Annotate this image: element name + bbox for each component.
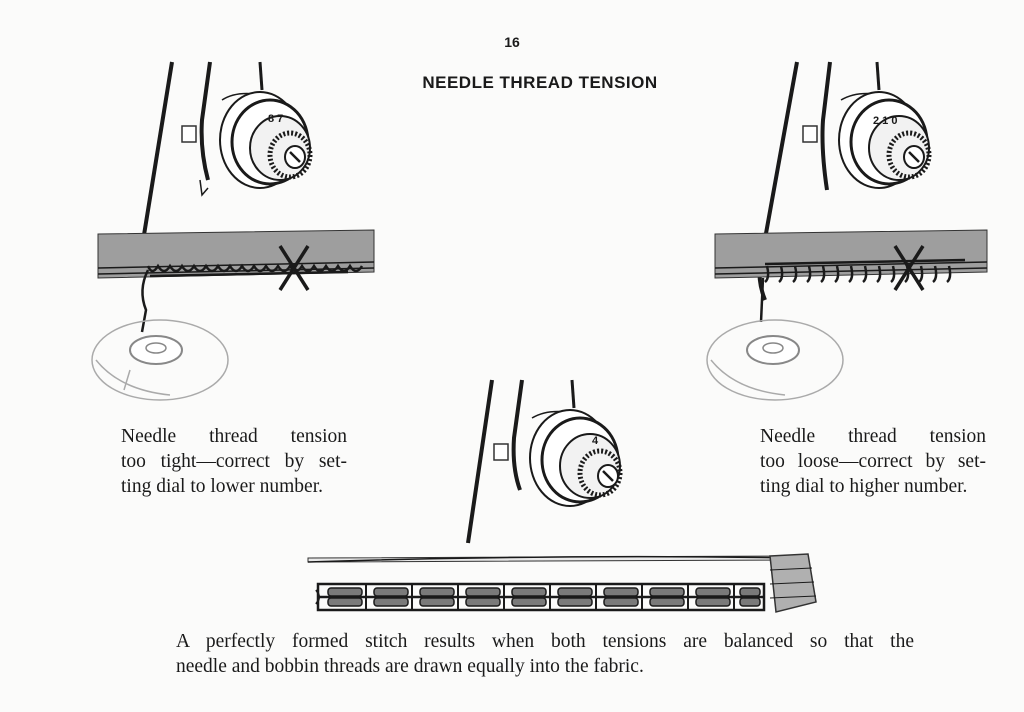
balanced-tension-dial: 4	[466, 379, 623, 544]
tight-tension-illustration: 8 7	[91, 61, 375, 401]
caption-too-loose: Needle thread tension too loose—correct …	[760, 424, 986, 499]
caption-line: A perfectly formed stitch results when b…	[176, 631, 914, 652]
page-number: 16	[504, 34, 520, 50]
dial-number-loose: 2 1 0	[873, 115, 897, 127]
caption-line: Needle thread tension	[121, 426, 347, 447]
caption-line: needle and bobbin threads are drawn equa…	[176, 656, 644, 677]
stitch-row	[315, 582, 766, 612]
caption-line: too tight—correct by set-	[121, 451, 347, 472]
caption-balanced: A perfectly formed stitch results when b…	[176, 629, 914, 679]
bobbin-tight	[91, 319, 229, 401]
caption-line: Needle thread tension	[760, 426, 986, 447]
tension-dial-tight: 8 7	[136, 61, 313, 273]
balanced-stitch-illustration	[307, 553, 817, 613]
loose-tension-illustration: 2 1 0	[706, 61, 988, 401]
caption-line: too loose—correct by set-	[760, 451, 986, 472]
bobbin-loose	[706, 319, 844, 401]
caption-too-tight: Needle thread tension too tight—correct …	[121, 424, 347, 499]
caption-line: ting dial to lower number.	[121, 476, 324, 497]
fabric-loose	[714, 229, 988, 323]
caption-line: ting dial to higher number.	[760, 476, 968, 497]
page-title: NEEDLE THREAD TENSION	[422, 73, 658, 92]
dial-number-balanced: 4	[592, 435, 599, 447]
dial-number-tight: 8 7	[268, 113, 283, 125]
fabric-tight	[97, 229, 375, 333]
